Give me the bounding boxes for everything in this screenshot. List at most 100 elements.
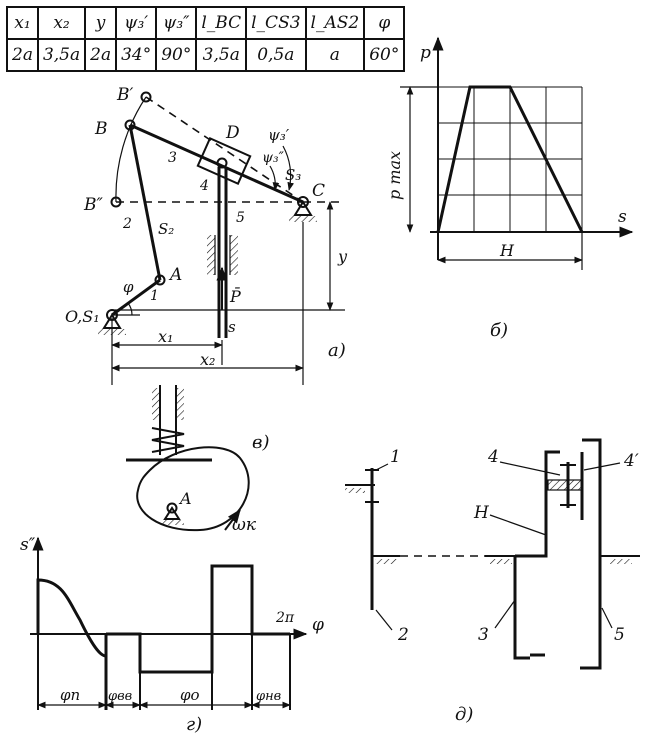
param-value: 60° — [363, 38, 406, 72]
param-value: 3,5a — [195, 38, 248, 72]
rod-guide-right — [230, 235, 238, 275]
label-c: C — [312, 181, 325, 201]
label-link-1: 1 — [150, 288, 159, 304]
caption-d: д) — [455, 704, 473, 725]
label-b2: B″ — [83, 195, 103, 215]
label-force: P̄ — [229, 285, 241, 306]
cam-pivot — [166, 502, 178, 514]
joint-b1 — [140, 91, 152, 103]
psi2-arc — [269, 165, 280, 191]
label-phi-p: φп — [60, 686, 80, 704]
g1-leader — [375, 463, 389, 471]
label-h: H — [499, 241, 515, 260]
joint-b — [124, 119, 136, 131]
label-s3: S₃ — [285, 166, 301, 184]
follower-guide-right — [176, 388, 184, 420]
parameters-header-row: x₁ x₂ y ψ₃′ ψ₃″ l_BC l_CS3 l_AS2 φ — [6, 6, 406, 40]
carrier-h — [515, 450, 560, 558]
label-s2: s″ — [20, 535, 36, 555]
g4-leader — [499, 461, 561, 476]
caption-a: а) — [328, 340, 346, 361]
label-phi: φ — [123, 278, 134, 296]
accel-curve-approach — [36, 578, 108, 710]
label-s2: S₂ — [158, 220, 174, 238]
label-b1: B′ — [116, 85, 133, 105]
param-header: φ — [363, 6, 406, 40]
param-value: 2a — [6, 38, 39, 72]
label-gear-5: 5 — [614, 625, 625, 645]
joint-b2 — [110, 196, 122, 208]
label-d: D — [225, 123, 240, 143]
label-2pi: 2π — [275, 610, 295, 626]
param-value: 0,5a — [245, 38, 307, 72]
gear-train-diagram: 1 2 3 4 4′ H 5 д) — [345, 438, 640, 725]
omega-arrow — [224, 508, 241, 531]
param-header: x₁ — [6, 6, 39, 40]
support-c — [293, 200, 313, 216]
label-carrier-h: H — [473, 503, 490, 523]
label-link-4: 4 — [199, 178, 209, 194]
param-header: ψ₃″ — [155, 6, 198, 40]
cam-profile — [136, 446, 250, 532]
caption-g: г) — [186, 714, 202, 735]
h-leader — [489, 514, 547, 536]
label-b: B — [94, 119, 108, 139]
label-psi1: ψ₃′ — [268, 126, 290, 144]
label-a: A — [168, 265, 182, 285]
label-gear-3: 3 — [478, 625, 489, 645]
cam-diagram: A ωк в) — [126, 385, 270, 535]
label-y: y — [337, 247, 348, 266]
label-s: s — [618, 207, 627, 227]
param-value: 34° — [115, 38, 158, 72]
parameters-value-row: 2a 3,5a 2a 34° 90° 3,5a 0,5a a 60° — [6, 38, 406, 72]
label-gear-4: 4 — [487, 447, 499, 467]
joint-a — [154, 274, 166, 286]
label-phi-o: φо — [180, 686, 200, 704]
label-omega: ωк — [232, 515, 257, 535]
label-x1: x₁ — [158, 327, 173, 346]
param-header: y — [84, 6, 118, 40]
follower-guide-left — [152, 388, 160, 420]
parameters-table: x₁ x₂ y ψ₃′ ψ₃″ l_BC l_CS3 l_AS2 φ 2a 3,… — [6, 6, 406, 72]
param-header: x₂ — [36, 6, 87, 40]
gear-5 — [580, 438, 602, 670]
force-graph: p p max s H б) — [385, 36, 634, 341]
spring — [151, 427, 185, 453]
label-psi2: ψ₃″ — [262, 150, 285, 166]
force-curve — [436, 85, 584, 233]
phi-arc — [127, 302, 133, 316]
mechanism-diagram: B′ B B″ D C A O,S₁ S₂ S₃ ψ₃′ ψ₃″ φ 1 2 3… — [65, 85, 348, 385]
link-1 — [111, 278, 161, 317]
caption-v: в) — [252, 432, 270, 453]
gear-3 — [513, 556, 545, 660]
acceleration-graph: s″ φ 2π φп φвв φо φнв г) — [20, 535, 324, 735]
label-link-5: 5 — [236, 210, 245, 226]
g5-leader — [601, 607, 613, 629]
label-x2: x₂ — [200, 350, 215, 369]
param-value: 90° — [155, 38, 198, 72]
param-header: l_CS3 — [245, 6, 307, 40]
joint-c — [297, 196, 309, 208]
caption-b: б) — [490, 320, 508, 341]
param-value: 3,5a — [36, 38, 87, 72]
param-value: a — [304, 38, 366, 72]
label-gear-2: 2 — [397, 625, 409, 645]
g3-leader — [494, 599, 516, 629]
satellite-bearing — [547, 479, 583, 491]
label-s: s — [228, 318, 236, 336]
param-header: l_BC — [195, 6, 248, 40]
param-header: ψ₃′ — [115, 6, 158, 40]
label-phi: φ — [312, 615, 324, 635]
g4p-leader — [583, 462, 621, 471]
label-p: p — [420, 43, 431, 63]
label-gear-4-prime: 4′ — [623, 451, 639, 471]
joint-d — [216, 157, 228, 169]
rod-guide-left — [207, 235, 215, 275]
cam-support — [163, 506, 181, 520]
label-link-3: 3 — [168, 150, 177, 166]
label-pmax: p max — [385, 151, 404, 200]
label-gear-1: 1 — [390, 447, 401, 467]
label-a: A — [178, 489, 192, 508]
